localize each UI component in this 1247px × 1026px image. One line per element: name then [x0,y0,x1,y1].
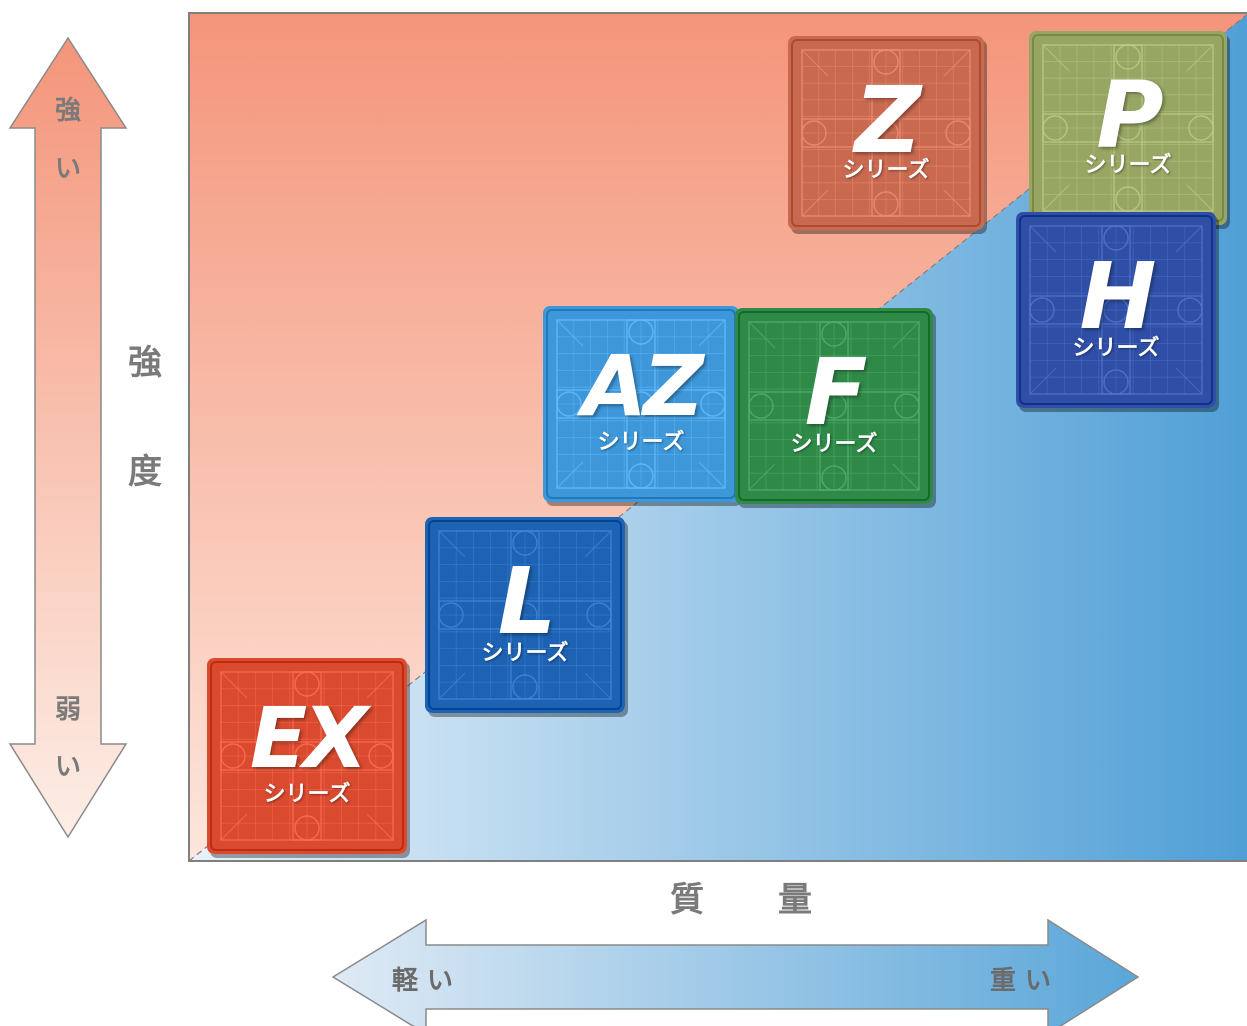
series-letter: L [497,548,557,656]
series-suffix: シリーズ [790,432,878,457]
x-axis-title-1: 質 [670,880,704,920]
heavy-label: 重 い [990,966,1052,996]
series-letter: F [804,339,868,447]
pallet-grid-icon [1029,31,1227,225]
light-label: 軽 い [392,966,454,996]
pallet-grid-icon [207,658,407,854]
series-suffix: シリーズ [597,430,685,455]
series-letter: EX [249,689,368,788]
series-suffix: シリーズ [1084,153,1172,178]
strong-label-1: 強 [54,96,81,126]
pallet-grid-icon [425,517,625,713]
series-suffix: シリーズ [481,641,569,666]
weight-arrow-icon [331,918,1140,1026]
series-suffix: シリーズ [263,782,351,807]
pallet-grid-icon [788,36,984,230]
series-letter: H [1079,243,1157,351]
y-axis-title-2: 度 [128,452,162,492]
series-letter: AZ [582,337,704,436]
plot-frame [188,12,1247,862]
pallet-grid-icon [1016,212,1216,408]
strength-arrow-icon [8,36,128,839]
y-axis-title-1: 強 [128,343,162,383]
weak-label-2: い [54,752,81,782]
strong-label-2: い [54,154,81,184]
series-letter: P [1096,62,1163,170]
series-suffix: シリーズ [1072,336,1160,361]
series-letter: Z [854,67,922,175]
pallet-grid-icon [735,308,933,504]
weak-label-1: 弱 [54,695,81,725]
series-suffix: シリーズ [842,158,930,183]
x-axis-title-2: 量 [778,880,812,920]
pallet-grid-icon [543,306,739,502]
